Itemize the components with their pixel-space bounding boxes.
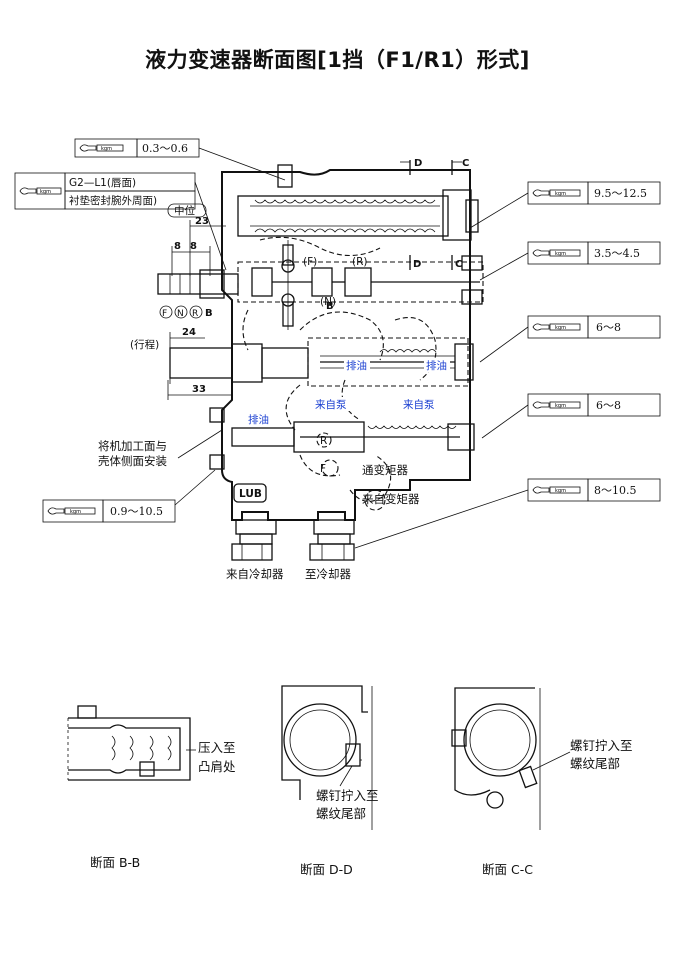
drain-label: 排油 xyxy=(248,413,269,426)
svg-text:螺钉拧入至: 螺钉拧入至 xyxy=(316,788,379,803)
section-cc: 螺钉拧入至 螺纹尾部 断面 C-C xyxy=(451,687,633,877)
svg-text:壳体侧面安装: 壳体侧面安装 xyxy=(98,454,167,468)
svg-text:F: F xyxy=(320,463,326,475)
svg-text:kgm: kgm xyxy=(555,403,566,409)
seal-location: 衬垫密封腕外周面) xyxy=(69,194,157,207)
wrench-icon: kgm xyxy=(79,144,124,152)
svg-text:0.9〜10.5: 0.9〜10.5 xyxy=(110,505,163,518)
to-cooler-label: 至冷却器 xyxy=(305,567,351,581)
svg-text:8: 8 xyxy=(174,241,181,252)
svg-text:螺纹尾部: 螺纹尾部 xyxy=(316,806,366,821)
svg-text:将机加工面与: 将机加工面与 xyxy=(98,439,167,453)
svg-text:凸肩处: 凸肩处 xyxy=(198,759,236,774)
svg-text:6〜8: 6〜8 xyxy=(596,399,621,412)
lub-port: LUB xyxy=(239,488,262,500)
wrench-icon: kgm xyxy=(532,401,581,409)
from-pump-label: 来自泵 xyxy=(403,398,435,411)
dimension-lines: 23 8 8 24 33 xyxy=(167,216,232,400)
annotations: 将机加工面与 壳体侧面安装 通变矩器 来自变矩器 来自冷却器 至冷却器 xyxy=(98,429,420,581)
svg-text:33: 33 xyxy=(192,384,206,395)
svg-text:8〜10.5: 8〜10.5 xyxy=(594,484,637,497)
wrench-icon: kgm xyxy=(532,486,581,494)
svg-text:压入至: 压入至 xyxy=(198,740,236,755)
from-converter-label: 来自变矩器 xyxy=(362,492,420,506)
from-cooler-label: 来自冷却器 xyxy=(226,567,284,581)
torque-callout-8: kgm 0.9〜10.5 xyxy=(42,469,216,523)
to-converter-label: 通变矩器 xyxy=(362,463,408,477)
position-r: (R) xyxy=(352,256,368,268)
svg-text:螺钉拧入至: 螺钉拧入至 xyxy=(570,738,633,753)
torque-callout-6: kgm 6〜8 xyxy=(481,393,661,439)
torque-value: 0.3〜0.6 xyxy=(142,142,188,155)
position-markers: F N R B 中位 (行程) xyxy=(130,203,213,351)
torque-callout-1: kgm 0.3〜0.6 xyxy=(74,138,286,181)
svg-text:B: B xyxy=(205,308,213,319)
wrench-icon: kgm xyxy=(47,507,96,515)
dim-23: 23 xyxy=(195,216,209,227)
drain-label: 排油 xyxy=(426,359,447,372)
svg-text:kgm: kgm xyxy=(555,488,566,494)
svg-text:9.5〜12.5: 9.5〜12.5 xyxy=(594,187,647,200)
position-f: (F) xyxy=(303,256,317,268)
position-n: (N) xyxy=(320,296,336,308)
drain-label: 排油 xyxy=(346,359,367,372)
torque-callout-3: kgm 9.5〜12.5 xyxy=(469,181,661,229)
svg-text:kgm: kgm xyxy=(70,509,81,515)
svg-text:R: R xyxy=(192,309,198,319)
valve-body: D C D C (F) (R) (N) B xyxy=(157,158,484,561)
neutral-position: 中位 xyxy=(174,204,195,217)
svg-text:N: N xyxy=(177,309,184,319)
section-caption: 断面 D-D xyxy=(300,862,353,877)
svg-text:R: R xyxy=(320,435,327,447)
svg-text:B: B xyxy=(326,301,334,312)
section-caption: 断面 C-C xyxy=(482,862,533,877)
from-pump-label: 来自泵 xyxy=(315,398,347,411)
section-dd: 螺钉拧入至 螺纹尾部 断面 D-D xyxy=(281,685,379,877)
torque-callout-7: kgm 8〜10.5 xyxy=(354,478,661,549)
torque-callout-4: kgm 3.5〜4.5 xyxy=(479,241,661,281)
svg-text:24: 24 xyxy=(182,327,196,338)
wrench-icon: kgm xyxy=(19,187,62,195)
svg-text:F: F xyxy=(162,309,167,319)
svg-text:D: D xyxy=(413,259,421,270)
svg-text:kgm: kgm xyxy=(555,191,566,197)
torque-callout-5: kgm 6〜8 xyxy=(479,315,661,363)
svg-text:kgm: kgm xyxy=(40,189,51,195)
stroke-label: (行程) xyxy=(130,338,159,351)
wrench-icon: kgm xyxy=(532,249,581,257)
svg-text:8: 8 xyxy=(190,241,197,252)
svg-text:C: C xyxy=(462,158,469,169)
seal-spec: G2—L1(唇面) xyxy=(69,177,136,189)
svg-text:3.5〜4.5: 3.5〜4.5 xyxy=(594,247,640,260)
section-caption: 断面 B-B xyxy=(90,855,140,870)
svg-text:kgm: kgm xyxy=(555,325,566,331)
svg-text:kgm: kgm xyxy=(101,146,112,152)
svg-text:螺纹尾部: 螺纹尾部 xyxy=(570,756,620,771)
svg-text:D: D xyxy=(414,158,422,169)
svg-text:C: C xyxy=(455,259,462,270)
wrench-icon: kgm xyxy=(532,189,581,197)
page-title: 液力变速器断面图[1挡（F1/R1）形式] xyxy=(145,48,530,72)
flow-labels: 排油 排油 排油 来自泵 来自泵 xyxy=(246,358,450,426)
svg-text:6〜8: 6〜8 xyxy=(596,321,621,334)
section-bb: 压入至 凸肩处 断面 B-B xyxy=(67,705,236,870)
wrench-icon: kgm xyxy=(532,323,581,331)
svg-text:kgm: kgm xyxy=(555,251,566,257)
